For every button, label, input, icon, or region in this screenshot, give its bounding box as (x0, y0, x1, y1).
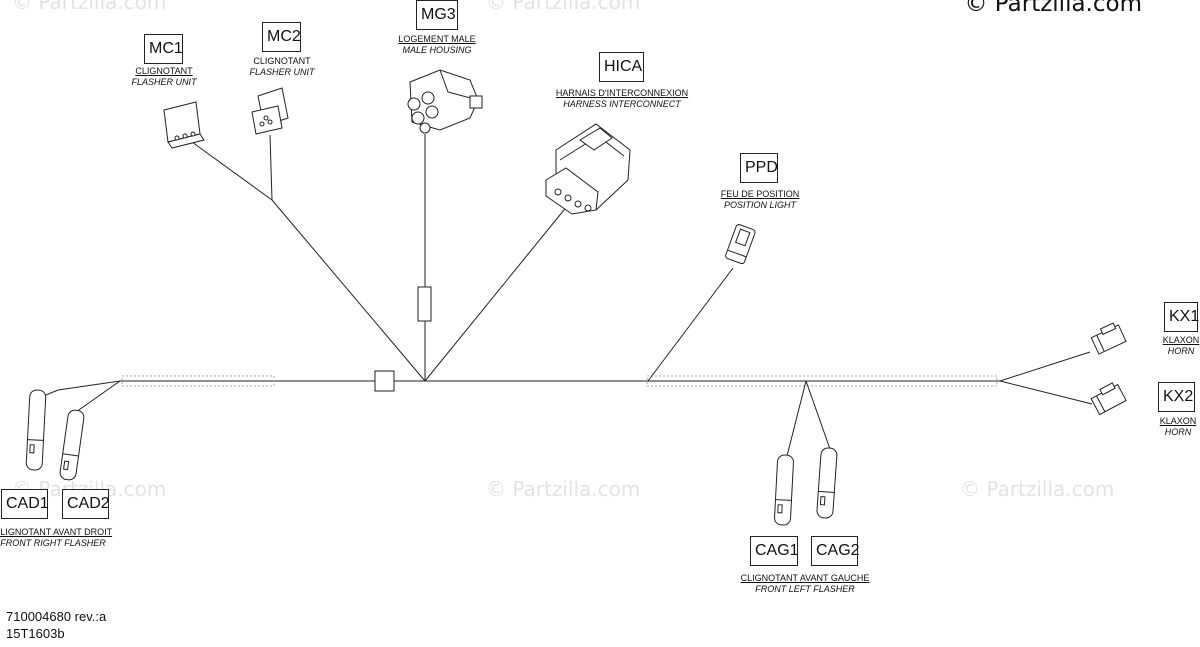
ppd-description-en: POSITION LIGHT (723, 200, 797, 210)
mg3-male-housing-connector (407, 69, 483, 134)
mc1-code-label: MC1 (144, 34, 183, 64)
watermark: © Partzilla.com (960, 477, 1115, 501)
cad-description-fr: CLIGNOTANT AVANT DROIT (0, 527, 113, 537)
mc2-description-fr: CLIGNOTANT (253, 56, 311, 66)
mg3-description-en: MALE HOUSING (402, 45, 472, 55)
wire-cad1 (45, 380, 121, 396)
mc2-code-label: MC2 (262, 22, 301, 52)
copyright-notice: © Partzilla.com (964, 0, 1143, 17)
ppd-description-fr: FEU DE POSITION (720, 189, 800, 199)
kx2-description-en: HORN (1164, 427, 1192, 437)
hica-description-en: HARNESS INTERCONNECT (563, 99, 681, 109)
cad1-flasher-connector (25, 389, 47, 471)
mc2-flasher-unit-connector (251, 87, 289, 135)
kx1-description-en: HORN (1167, 346, 1195, 356)
mc1-description: CLIGNOTANT FLASHER UNIT (131, 66, 196, 88)
cag-description-fr: CLIGNOTANT AVANT GAUCHE (740, 573, 870, 583)
cad-description-en: FRONT RIGHT FLASHER (0, 538, 106, 548)
cag-description-en: FRONT LEFT FLASHER (755, 584, 855, 594)
hica-description: HARNAIS D'INTERCONNEXION HARNESS INTERCO… (556, 88, 688, 110)
kx1-horn-connector (1090, 322, 1127, 355)
kx2-description-fr: KLAXON (1159, 416, 1197, 426)
kx2-code-label: KX2 (1158, 382, 1195, 412)
watermark: © Partzilla.com (486, 0, 641, 14)
ppd-position-light-connector (725, 224, 756, 265)
mc1-description-fr: CLIGNOTANT (135, 66, 193, 76)
mg3-code-label: MG3 (416, 0, 458, 30)
mc1-flasher-unit-connector (163, 101, 205, 149)
cad-description: CLIGNOTANT AVANT DROIT FRONT RIGHT FLASH… (0, 527, 112, 549)
cag-description: CLIGNOTANT AVANT GAUCHE FRONT LEFT FLASH… (741, 573, 870, 595)
wire-mc1 (191, 141, 273, 201)
wire-cag1 (786, 380, 807, 457)
cad2-code-label: CAD2 (62, 489, 110, 519)
ppd-description: FEU DE POSITION POSITION LIGHT (721, 189, 800, 211)
inline-splice (374, 370, 395, 392)
cag1-flasher-connector (774, 454, 794, 526)
wire-hica (424, 204, 569, 382)
inline-component (417, 286, 432, 322)
ppd-code-label: PPD (740, 153, 778, 183)
hica-description-fr: HARNAIS D'INTERCONNEXION (555, 88, 689, 98)
wire-cad2 (75, 380, 121, 413)
watermark: © Partzilla.com (12, 0, 167, 14)
wire-ppd (647, 267, 734, 382)
wire-kx1 (999, 351, 1091, 382)
cad1-code-label: CAD1 (1, 489, 49, 519)
wire-cag2 (805, 380, 831, 450)
cad2-flasher-connector (59, 409, 85, 481)
kx1-description: KLAXON HORN (1163, 335, 1200, 357)
wire-mc-branch (271, 199, 426, 382)
wire-kx2 (999, 380, 1093, 405)
mg3-description: LOGEMENT MALE MALE HOUSING (398, 34, 475, 56)
hica-harness-interconnect-connector (545, 123, 631, 215)
kx1-code-label: KX1 (1164, 302, 1199, 332)
wire-mc2 (269, 134, 273, 201)
kx1-description-fr: KLAXON (1162, 335, 1200, 345)
kx2-horn-connector (1090, 382, 1127, 416)
mc2-description-en: FLASHER UNIT (249, 67, 315, 77)
part-number: 710004680 rev.:a (6, 609, 107, 624)
drawing-id: 15T1603b (6, 626, 65, 641)
mc2-description: CLIGNOTANT FLASHER UNIT (249, 56, 314, 78)
watermark: © Partzilla.com (486, 477, 641, 501)
mg3-description-fr: LOGEMENT MALE (398, 34, 476, 44)
kx2-description: KLAXON HORN (1160, 416, 1197, 438)
sleeve-left (121, 375, 275, 387)
cag2-flasher-connector (816, 447, 838, 519)
cag1-code-label: CAG1 (750, 536, 799, 566)
mc1-description-en: FLASHER UNIT (131, 77, 197, 87)
cag2-code-label: CAG2 (811, 536, 860, 566)
hica-code-label: HICA (599, 52, 644, 82)
